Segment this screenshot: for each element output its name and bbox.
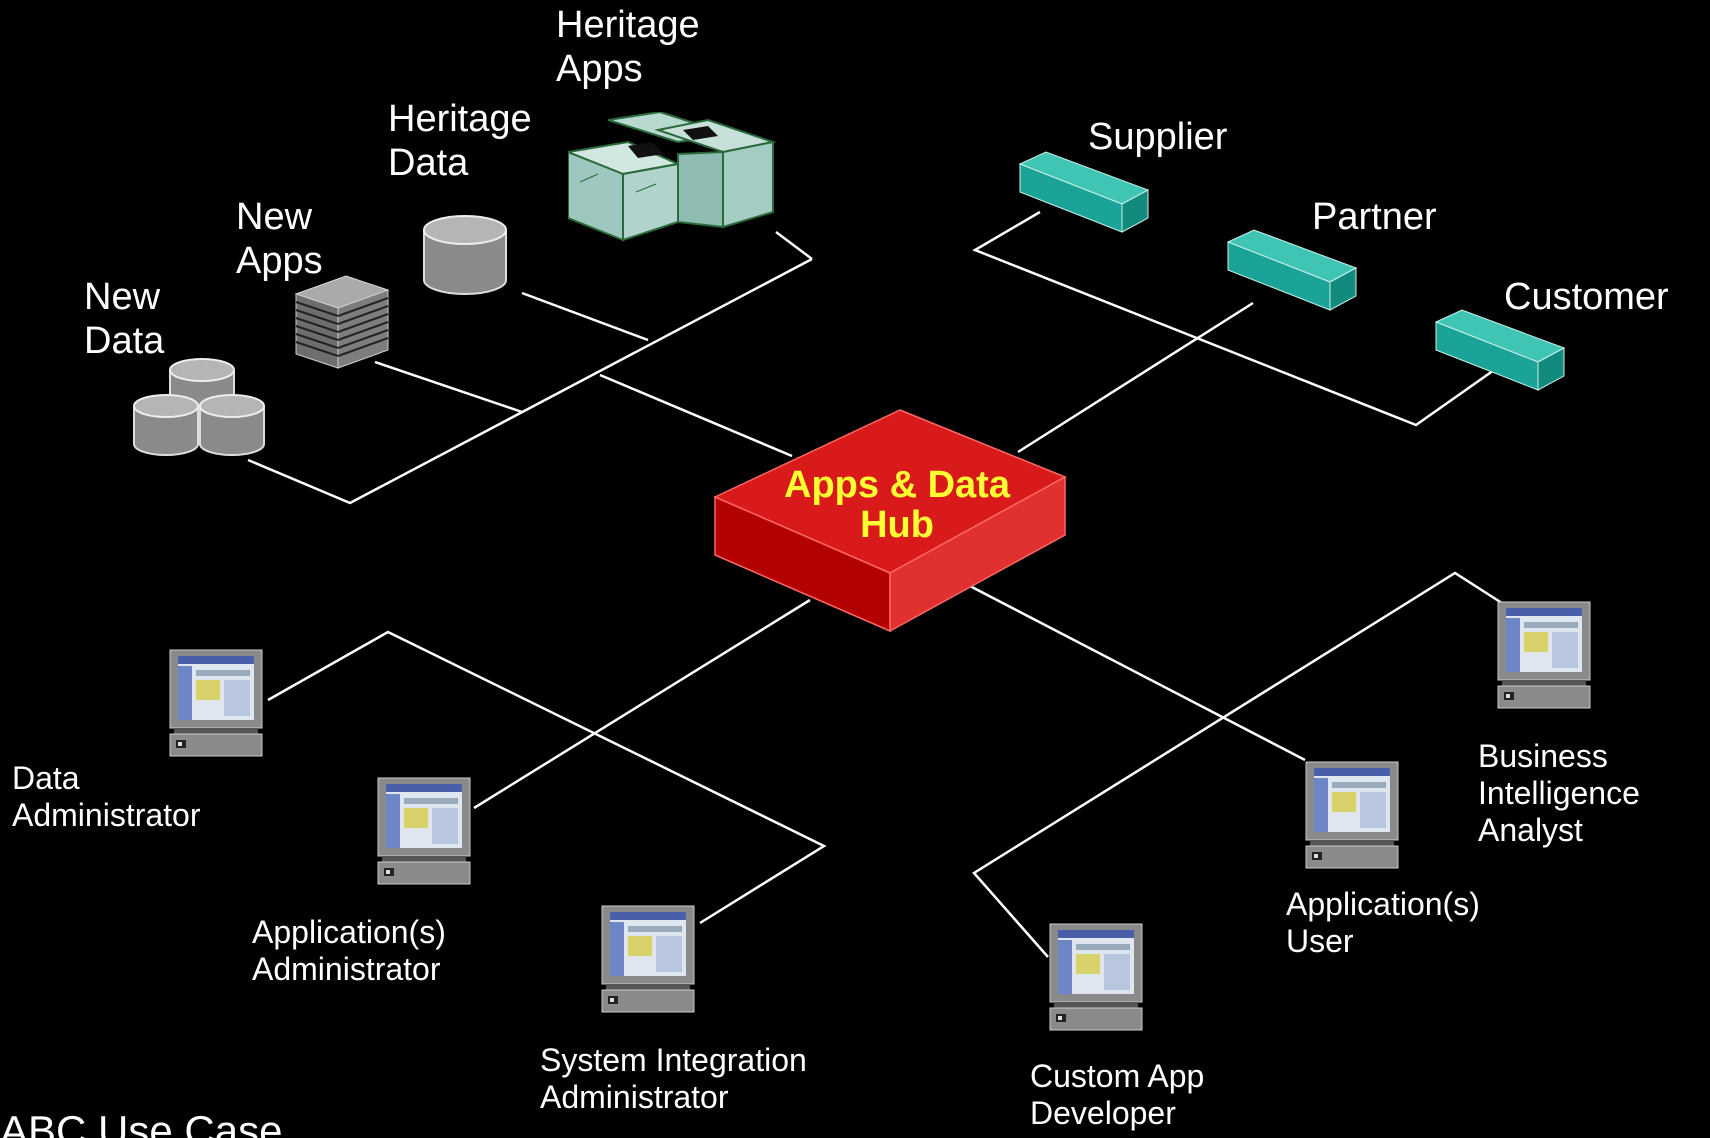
workstation-icon[interactable] <box>376 776 472 886</box>
label-new-apps: New Apps <box>236 196 323 282</box>
server-rack-icon <box>294 275 390 369</box>
supplier-box-icon[interactable] <box>1018 150 1152 236</box>
database-icon <box>423 215 507 295</box>
label-application-administrator: Application(s) Administrator <box>252 914 446 987</box>
mainframe-icon <box>568 112 777 242</box>
workstation-icon[interactable] <box>1304 760 1400 870</box>
partner-box-icon[interactable] <box>1226 228 1360 314</box>
label-data-administrator: Data Administrator <box>12 760 201 833</box>
backbone-bottom-right <box>972 571 1506 958</box>
label-application-user: Application(s) User <box>1286 886 1480 959</box>
label-system-integration-administrator: System Integration Administrator <box>540 1042 807 1115</box>
label-business-intelligence-analyst: Business Intelligence Analyst <box>1478 738 1640 848</box>
workstation-icon[interactable] <box>1496 600 1592 710</box>
label-partner: Partner <box>1312 196 1437 238</box>
hub-icon[interactable] <box>710 405 1070 635</box>
label-customer: Customer <box>1504 276 1669 318</box>
footer-title: ABC Use Case <box>0 1107 283 1138</box>
label-new-data: New Data <box>84 276 165 362</box>
label-custom-app-developer: Custom App Developer <box>1030 1058 1205 1131</box>
workstation-icon[interactable] <box>600 904 696 1014</box>
label-supplier: Supplier <box>1088 116 1228 158</box>
hub-label: Apps & Data Hub <box>784 464 1010 546</box>
database-cluster-icon <box>133 358 265 456</box>
label-heritage-data: Heritage Data <box>388 98 532 184</box>
workstation-icon[interactable] <box>168 648 264 758</box>
label-heritage-apps: Heritage Apps <box>556 4 700 90</box>
backbone-top-left <box>247 257 813 505</box>
backbone-bottom-left <box>267 630 827 925</box>
customer-box-icon[interactable] <box>1434 308 1568 394</box>
workstation-icon[interactable] <box>1048 922 1144 1032</box>
backbone-top-right <box>972 210 1498 427</box>
